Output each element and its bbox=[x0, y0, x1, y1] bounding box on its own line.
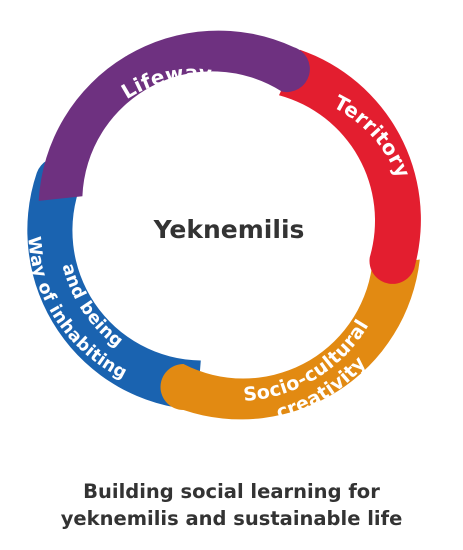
center-title: Yeknemilis bbox=[153, 215, 305, 244]
segment-socio-cultural-creativity bbox=[160, 259, 420, 420]
cycle-diagram: Lifeway Territory Socio-cultural creativ… bbox=[27, 30, 421, 420]
caption-line-2: yeknemilis and sustainable life bbox=[60, 507, 403, 530]
caption: Building social learning for yeknemilis … bbox=[0, 478, 463, 532]
segment-way-of-inhabiting bbox=[27, 157, 201, 410]
caption-line-1: Building social learning for bbox=[83, 480, 380, 503]
segment-lifeway bbox=[38, 30, 310, 201]
segment-territory bbox=[279, 49, 421, 284]
